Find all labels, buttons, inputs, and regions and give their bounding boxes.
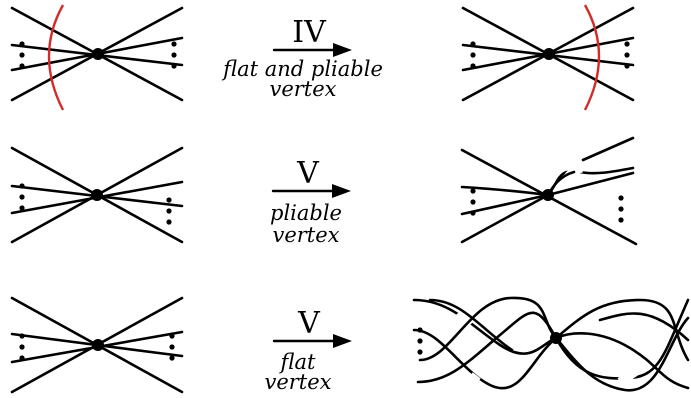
row1-left-ellipsis-right	[171, 41, 177, 69]
row1-left-ellipsis-left	[19, 41, 25, 69]
row2-left-vertex-dot	[91, 189, 103, 201]
row2-right-ellipsis-left	[470, 188, 476, 216]
row2-right-ellipsis-right	[618, 195, 624, 223]
row-move-v-pliable: V pliable vertex	[10, 136, 638, 247]
move-iv-caption-line2: vertex	[269, 77, 336, 101]
row1-right-vertex-dot	[543, 48, 555, 60]
row1-right-red-arc	[583, 4, 601, 111]
row3-left-vertex	[10, 296, 184, 394]
row1-left-red-arc	[47, 4, 65, 111]
row-move-v-flat: V flat vertex	[10, 296, 690, 394]
row3-right-twisted-strands	[412, 296, 690, 392]
row2-right-vertex	[460, 136, 638, 246]
row-move-iv: IV flat and pliable vertex	[10, 4, 635, 111]
move-v-pliable-caption-line2: vertex	[272, 223, 339, 247]
row1-right-vertex	[461, 4, 635, 111]
row1-right-ellipsis-left	[470, 41, 476, 69]
row3-left-ellipsis-left	[19, 333, 25, 361]
move-iv-caption-line1: flat and pliable	[221, 57, 383, 81]
move-v-pliable-arrow-label: V pliable vertex	[270, 156, 351, 247]
row2-left-vertex	[10, 146, 184, 244]
row2-left-ellipsis-right	[166, 197, 172, 225]
move-v-flat-label: V	[297, 306, 321, 341]
move-v-flat-arrow-label: V flat vertex	[264, 306, 352, 394]
move-v-pliable-caption-line1: pliable	[270, 201, 342, 225]
move-v-flat-arrowhead	[333, 334, 352, 348]
move-v-flat-caption-line1: flat	[279, 350, 317, 374]
row1-left-vertex	[10, 4, 184, 111]
move-v-pliable-arrowhead	[332, 184, 351, 198]
row3-right-ellipsis-left	[417, 327, 423, 355]
row3-left-ellipsis-right	[169, 333, 175, 361]
row1-right-ellipsis-right	[624, 41, 630, 69]
row3-right-vertex-dot	[550, 332, 562, 344]
move-v-flat-caption-line2: vertex	[264, 370, 331, 394]
move-iv-label: IV	[292, 15, 327, 50]
row2-right-vertex-dot	[542, 189, 554, 201]
row2-left-ellipsis-left	[19, 183, 25, 211]
move-v-pliable-label: V	[296, 156, 320, 191]
row1-left-vertex-dot	[92, 48, 104, 60]
move-iv-arrowhead	[333, 43, 352, 57]
row3-left-vertex-dot	[92, 339, 104, 351]
move-iv-arrow-label: IV flat and pliable vertex	[221, 15, 383, 101]
